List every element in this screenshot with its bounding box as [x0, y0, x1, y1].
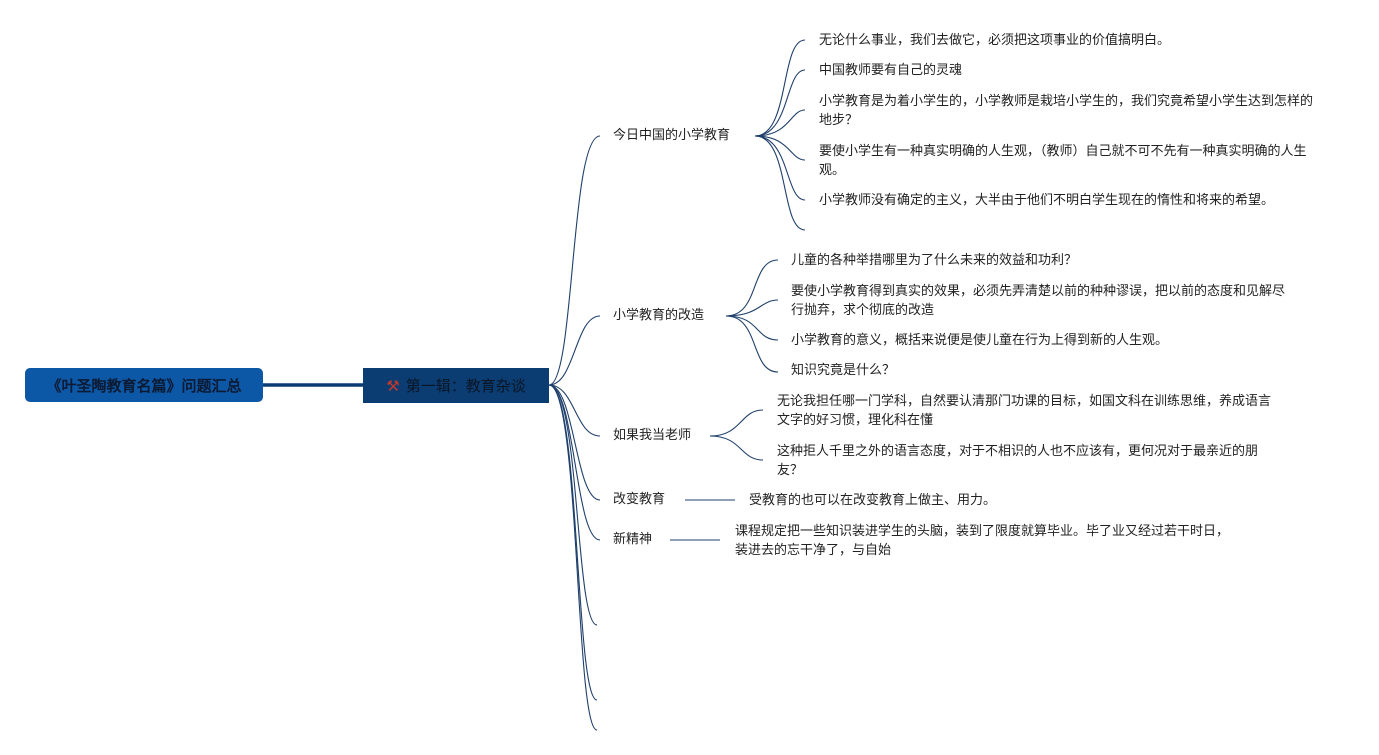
topic-label: 如果我当老师 — [613, 428, 692, 443]
leaf-node[interactable]: 受教育的也可以在改变教育上做主、用力。 — [749, 493, 997, 508]
edge-branch-topic-2 — [548, 315, 601, 386]
edge-t2-l3 — [725, 315, 779, 341]
topic-node[interactable]: 改变教育 — [613, 491, 665, 509]
topic-node[interactable]: 小学教育的改造 — [613, 307, 704, 325]
edge-t1-l2 — [754, 69, 806, 137]
edge-branch-extra-1 — [548, 384, 598, 626]
leaf-node[interactable]: 儿童的各种举措哪里为了什么未来的效益和功利？ — [791, 253, 1078, 268]
topic-node[interactable]: 如果我当老师 — [613, 427, 691, 445]
topic-node[interactable]: 新精神 — [613, 531, 652, 549]
edge-t3-l1 — [709, 409, 764, 437]
edge-t1-l3 — [754, 109, 806, 137]
root-node[interactable]: 《叶圣陶教育名篇》问题汇总 — [25, 368, 263, 402]
edge-t2-l1 — [725, 259, 779, 317]
main-branch-node[interactable]: ⚒ 第一辑：教育杂谈 — [363, 368, 549, 403]
tools-icon: ⚒ — [386, 376, 400, 395]
main-branch-label: 第一辑：教育杂谈 — [405, 377, 526, 395]
edge-branch-topic-1 — [548, 135, 601, 386]
topic-label: 今日中国的小学教育 — [613, 128, 731, 143]
leaf-node[interactable]: 要使小学生有一种真实明确的人生观，（教师）自己就不可不先有一种真实明确的人生观。 — [819, 144, 1307, 178]
leaf-node[interactable]: 课程规定把一些知识装进学生的头脑，装到了限度就算毕业。毕了业又经过若干时日，装进… — [735, 524, 1230, 558]
leaf-node[interactable]: 无论什么事业，我们去做它，必须把这项事业的价值搞明白。 — [819, 33, 1171, 48]
topic-label: 新精神 — [613, 532, 653, 547]
edge-branch-extra-3 — [548, 384, 598, 731]
leaf-node[interactable]: 无论我担任哪一门学科，自然要认清那门功课的目标，如国文科在训练思维，养成语言文字… — [777, 394, 1272, 428]
edge-t1-l6 — [754, 135, 806, 231]
edge-t2-l2 — [725, 299, 779, 317]
leaf-node[interactable]: 小学教育的意义，概括来说便是使儿童在行为上得到新的人生观。 — [791, 333, 1169, 348]
edge-branch-topic-4 — [548, 384, 601, 501]
leaf-node[interactable]: 中国教师要有自己的灵魂 — [819, 63, 963, 78]
leaf-node[interactable]: 要使小学教育得到真实的效果，必须先弄清楚以前的种种谬误，把以前的态度和见解尽行抛… — [791, 284, 1286, 318]
topic-node[interactable]: 今日中国的小学教育 — [613, 127, 730, 145]
topic-label: 改变教育 — [613, 492, 666, 507]
edge-branch-topic-3 — [548, 384, 601, 437]
topic-label: 小学教育的改造 — [613, 308, 705, 323]
edge-t1-l4 — [754, 135, 806, 161]
leaf-node[interactable]: 小学教育是为着小学生的，小学教师是栽培小学生的，我们究竟希望小学生达到怎样的地步… — [819, 94, 1314, 128]
leaf-node[interactable]: 这种拒人千里之外的语言态度，对于不相识的人也不应该有，更何况对于最亲近的朋友？ — [777, 444, 1259, 478]
edge-t1-l1 — [754, 39, 806, 137]
edge-t3-l2 — [709, 435, 764, 461]
leaf-node[interactable]: 知识究竟是什么？ — [791, 363, 896, 378]
root-label: 《叶圣陶教育名篇》问题汇总 — [46, 376, 242, 395]
edge-t1-l5 — [754, 135, 806, 201]
leaf-node[interactable]: 小学教师没有确定的主义，大半由于他们不明白学生现在的惰性和将来的希望。 — [819, 193, 1275, 208]
edge-t2-l4 — [725, 315, 779, 373]
